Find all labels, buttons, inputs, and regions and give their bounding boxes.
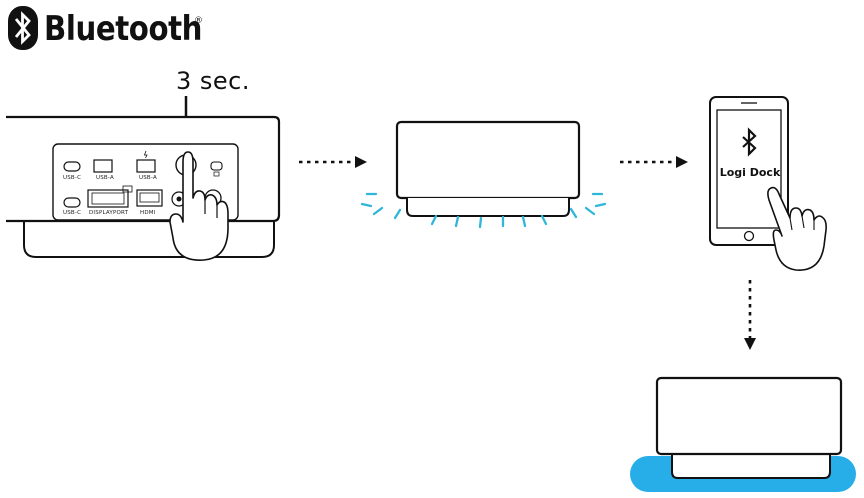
hdmi-port [136, 189, 163, 207]
usb-a-1-label: USB-A [96, 175, 114, 181]
hdmi-label: HDMI [140, 210, 156, 216]
phone-device [709, 96, 827, 271]
usb-c-port-bottom [63, 197, 81, 208]
hold-duration-label: 3 sec. [176, 67, 250, 95]
logi-dock-list-item[interactable]: Logi Dock [719, 166, 781, 179]
flow-arrow-3 [744, 280, 756, 350]
registered-mark: ® [194, 16, 203, 26]
flow-arrow-1 [299, 156, 367, 168]
pressing-hand-icon [169, 151, 229, 261]
displayport-port [87, 185, 133, 208]
flow-arrow-2 [620, 156, 688, 168]
usb-c-bottom-label: USB-C [63, 210, 82, 216]
dock-connected [630, 376, 856, 492]
bluetooth-header: Bluetooth ® [8, 6, 208, 54]
displayport-label: DISPLAYPORT [89, 210, 129, 216]
usb-c-top-label: USB-C [63, 175, 82, 181]
bluetooth-logo-icon [8, 6, 38, 50]
usb-a-port-2 [136, 150, 156, 173]
dock-back-view [6, 96, 281, 261]
lock-slot [210, 161, 223, 177]
pairing-blink-rays [360, 192, 607, 229]
usb-a-port-1 [93, 159, 113, 173]
usb-c-port-top [63, 161, 81, 172]
bluetooth-icon [742, 127, 757, 157]
tapping-hand-icon [767, 186, 827, 271]
dock-pairing-mode [360, 120, 607, 229]
bluetooth-wordmark: Bluetooth [44, 9, 203, 49]
usb-a-2-label: USB-A [139, 175, 157, 181]
